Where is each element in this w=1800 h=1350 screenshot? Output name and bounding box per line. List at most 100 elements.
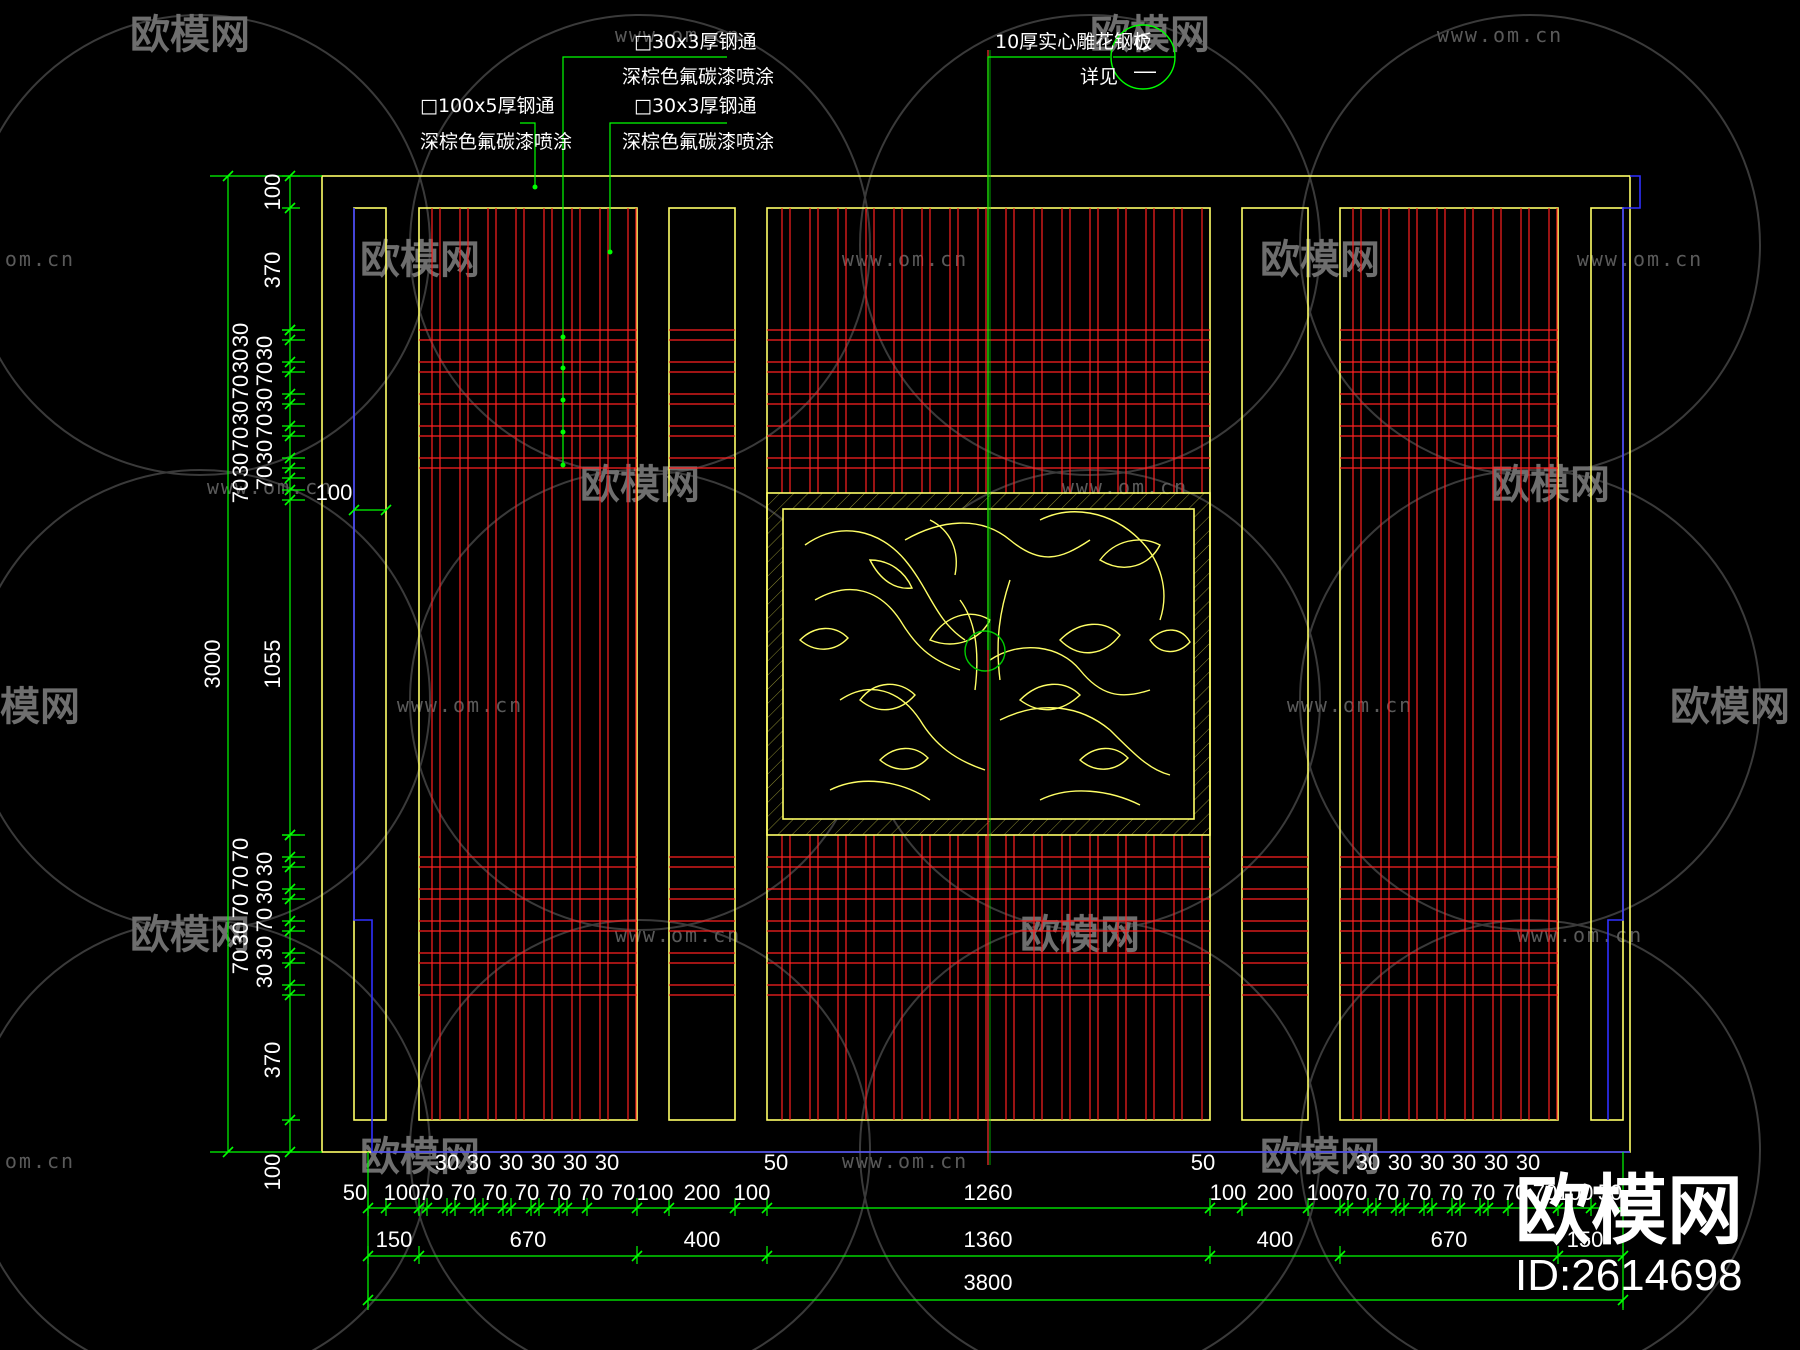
- dimension-text: 70: [515, 1180, 539, 1205]
- dimension-text: 370: [260, 252, 285, 289]
- watermark-circle: [409, 14, 871, 476]
- dimension-text: 30: [1356, 1150, 1380, 1175]
- dimension-text: 70: [228, 950, 253, 974]
- watermark-brand: 欧模网: [360, 237, 480, 283]
- watermark-url: www.om.cn: [1287, 693, 1413, 717]
- dimension-text: 70: [1343, 1180, 1367, 1205]
- dimension-text: 30: [531, 1150, 555, 1175]
- dimension-text: 100: [384, 1180, 421, 1205]
- dimension-text: 200: [1257, 1180, 1294, 1205]
- dimension-text: 30: [1516, 1150, 1540, 1175]
- watermark-url: www.om.cn: [397, 693, 523, 717]
- dimension-text: 30: [1388, 1150, 1412, 1175]
- watermark-brand: 欧模网: [1020, 912, 1140, 958]
- dimension-text: 1360: [964, 1227, 1013, 1252]
- dimension-text: 200: [684, 1180, 721, 1205]
- dimension-text: 70: [228, 427, 253, 451]
- dimension-text: 150: [1567, 1227, 1604, 1252]
- dimension-tick: [380, 504, 392, 516]
- dimension-text: 70: [483, 1180, 507, 1205]
- column-right-outer: [1590, 207, 1624, 1121]
- carving-stroke: [804, 530, 966, 641]
- leader-panel: [987, 56, 1110, 650]
- dimension-text: 1260: [964, 1180, 1013, 1205]
- watermark-brand: 欧模网: [0, 684, 80, 730]
- watermark-url: om.cn: [5, 247, 75, 271]
- dimension-text: 70: [252, 414, 277, 438]
- dimension-text: 70: [611, 1180, 635, 1205]
- dimension-text: 70: [547, 1180, 571, 1205]
- dimension-text: 70: [228, 894, 253, 918]
- watermark-circle: [1299, 919, 1761, 1350]
- note-coating-3: 深棕色氟碳漆喷涂: [622, 131, 774, 153]
- panel-left: [418, 207, 638, 1121]
- dimension-text: 30: [435, 1150, 459, 1175]
- dimensions: 3000100370105537010030303070703030707030…: [200, 170, 1629, 1310]
- dimension-text: 30: [252, 440, 277, 464]
- dimension-text: 30: [252, 388, 277, 412]
- dimension-text: 30: [228, 401, 253, 425]
- panel-right: [1339, 207, 1559, 1121]
- dimension-text: 70: [1375, 1180, 1399, 1205]
- detail-sub: —: [1134, 58, 1156, 83]
- carving-stroke: [829, 780, 931, 801]
- carving-stroke: [959, 599, 978, 691]
- dimension-text: 100: [1557, 1180, 1594, 1205]
- dimension-text: 150: [376, 1227, 413, 1252]
- dimension-text: 70: [228, 479, 253, 503]
- dimension-text: 30: [252, 852, 277, 876]
- dimension-text: 1055: [260, 640, 285, 689]
- dimension-text: 30: [499, 1150, 523, 1175]
- watermark-url: www.om.cn: [842, 247, 968, 271]
- dimension-text: 30: [467, 1150, 491, 1175]
- dimension-text: 70: [252, 466, 277, 490]
- carving-stroke: [997, 579, 1011, 681]
- dimension-text: 100: [734, 1180, 771, 1205]
- dimension-text: 30: [252, 936, 277, 960]
- dimension-text: 100: [1307, 1180, 1344, 1205]
- carving-stroke: [1039, 790, 1141, 806]
- dimension-text: 70: [451, 1180, 475, 1205]
- note-coating-1: 深棕色氟碳漆喷涂: [420, 131, 572, 153]
- carving-stroke: [929, 519, 957, 576]
- right-blue-edge: [1607, 175, 1641, 1120]
- dimension-text: 70: [1533, 1180, 1557, 1205]
- slot-left: [668, 207, 736, 1121]
- dimension-text: 370: [260, 1042, 285, 1079]
- dimension-text: 30: [1452, 1150, 1476, 1175]
- watermark-circle: [409, 919, 871, 1350]
- slot-right: [1241, 207, 1309, 1121]
- dimension-text: 670: [1431, 1227, 1468, 1252]
- dimension-text: 100: [637, 1180, 674, 1205]
- dimension-text: 30: [252, 964, 277, 988]
- floral-carving: [798, 511, 1191, 806]
- left-blue-edge: [353, 208, 1630, 1153]
- dimension-text: 30: [228, 323, 253, 347]
- dimension-text: 70: [252, 362, 277, 386]
- dimension-text: 3000: [200, 640, 225, 689]
- dimension-tick: [348, 504, 360, 516]
- leader-steel-30-a: [562, 56, 727, 465]
- carving-stroke: [798, 627, 849, 650]
- dimension-text: 30: [1420, 1150, 1444, 1175]
- watermark-url: www.om.cn: [1437, 23, 1563, 47]
- dimension-text: 100: [316, 480, 353, 505]
- dimension-text: 30: [228, 453, 253, 477]
- dimension-text: 50: [1598, 1180, 1622, 1205]
- dimension-text: 70: [228, 838, 253, 862]
- watermark-circle: [1299, 469, 1761, 931]
- watermark-url: www.om.cn: [1517, 923, 1643, 947]
- detail-tag: C: [1134, 30, 1150, 55]
- dimension-text: 70: [419, 1180, 443, 1205]
- watermark-url: om.cn: [5, 1149, 75, 1173]
- dimension-text: 30: [228, 922, 253, 946]
- dimension-text: 50: [343, 1180, 367, 1205]
- dimension-text: 70: [1439, 1180, 1463, 1205]
- carving-stroke: [839, 688, 986, 771]
- carving-stroke: [1098, 539, 1161, 568]
- note-steel-30-b: □30x3厚钢通: [634, 95, 756, 117]
- dimension-text: 70: [228, 375, 253, 399]
- watermark-url: www.om.cn: [842, 1149, 968, 1173]
- carving-stroke: [1018, 683, 1082, 711]
